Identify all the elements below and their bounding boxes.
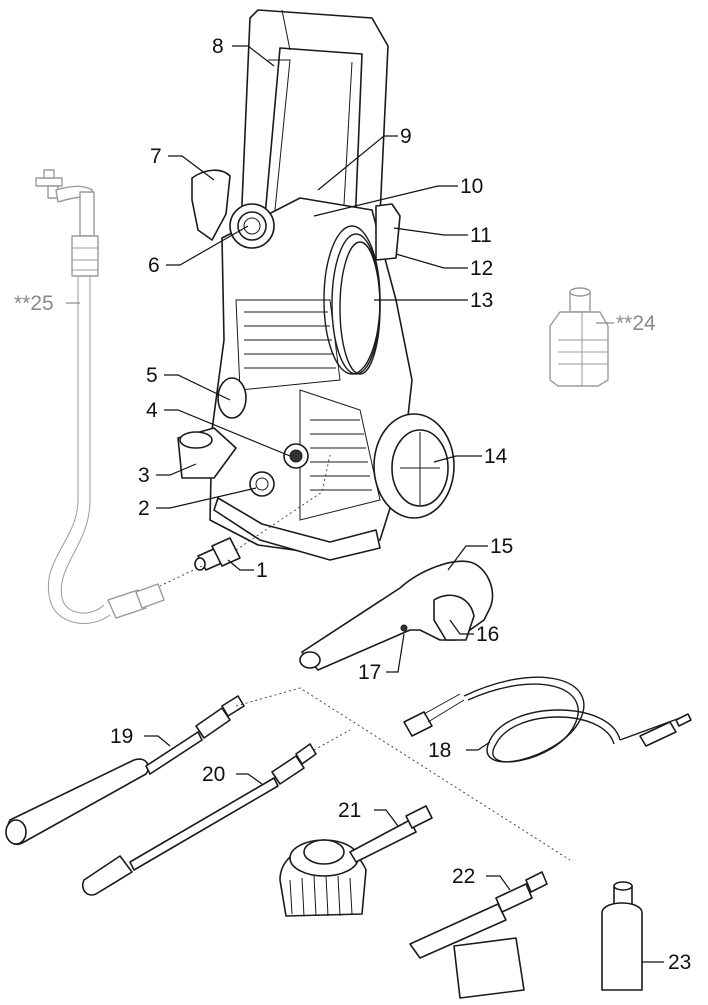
callout-16: 16	[476, 624, 499, 645]
callout-14: 14	[484, 446, 507, 467]
trigger-gun-drawing	[300, 561, 493, 670]
optional-bottle-drawing	[550, 288, 608, 386]
callout-8: 8	[212, 36, 224, 57]
callout-25: **25	[14, 293, 54, 314]
callout-17: 17	[358, 662, 381, 683]
callout-20: 20	[202, 764, 225, 785]
garden-hose-drawing	[36, 170, 164, 623]
inlet-connector-drawing	[195, 538, 240, 570]
detergent-bottle-drawing	[602, 882, 642, 990]
callout-18: 18	[428, 740, 451, 761]
wash-brush-drawing	[280, 806, 432, 916]
foam-nozzle-drawing	[410, 872, 547, 998]
callout-7: 7	[150, 146, 162, 167]
callout-5: 5	[146, 365, 158, 386]
callout-24: **24	[616, 313, 656, 334]
callout-10: 10	[460, 176, 483, 197]
main-unit-drawing	[178, 10, 454, 560]
callout-9: 9	[400, 126, 412, 147]
callout-22: 22	[452, 866, 475, 887]
callout-13: 13	[470, 290, 493, 311]
callout-15: 15	[490, 536, 513, 557]
callout-4: 4	[146, 400, 158, 421]
callout-1: 1	[256, 560, 268, 581]
callout-23: 23	[668, 952, 691, 973]
callout-12: 12	[470, 258, 493, 279]
callout-21: 21	[338, 800, 361, 821]
callout-11: 11	[470, 225, 492, 246]
callout-6: 6	[148, 255, 160, 276]
callout-19: 19	[110, 726, 133, 747]
callout-2: 2	[138, 498, 150, 519]
callout-3: 3	[138, 465, 150, 486]
